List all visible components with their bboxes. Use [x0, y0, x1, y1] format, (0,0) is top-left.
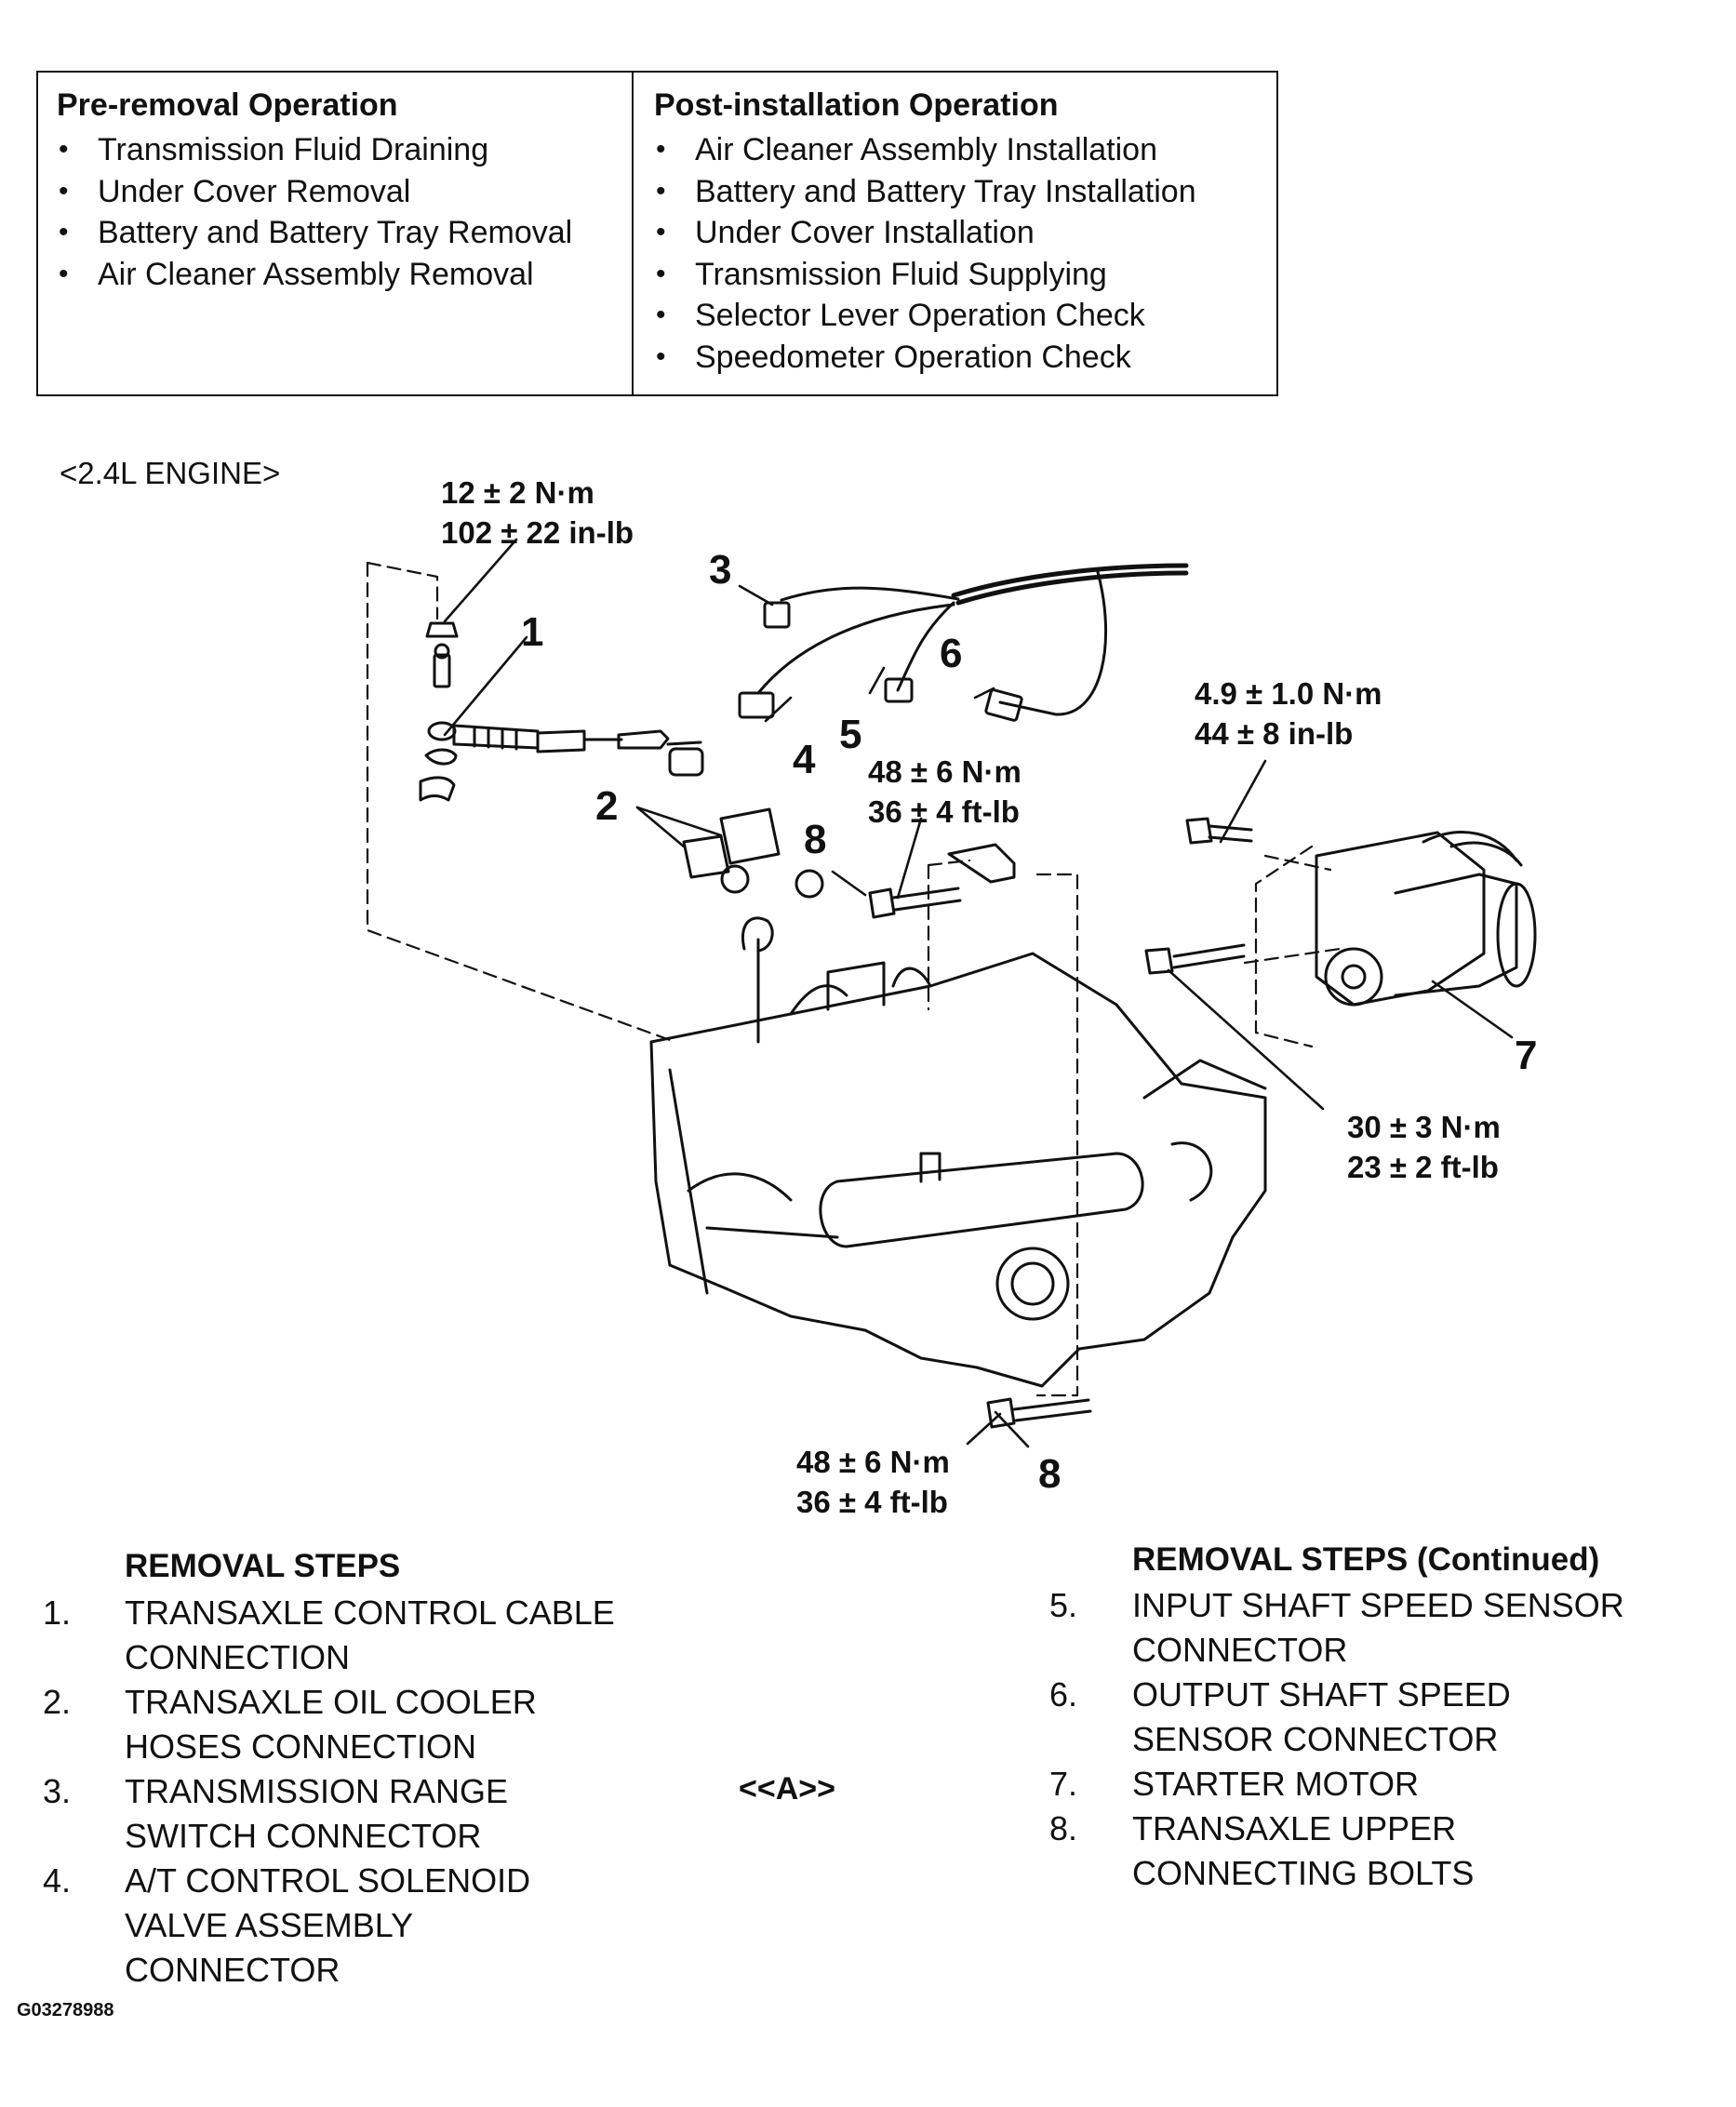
connector-4 [738, 691, 775, 719]
callout-4: 4 [793, 737, 816, 782]
operations-table: Pre-removal Operation Transmission Fluid… [36, 71, 1278, 396]
step-number: 4. [43, 1861, 72, 1900]
post-installation-item: Battery and Battery Tray Installation [654, 171, 1276, 213]
wiring-harness [738, 563, 1189, 722]
step-text: TRANSAXLE OIL COOLER [125, 1683, 537, 1721]
step-text: OUTPUT SHAFT SPEED [1132, 1675, 1511, 1714]
removal-step-8: 8. TRANSAXLE UPPER CONNECTING BOLTS [1049, 1807, 1719, 1896]
pre-removal-item: Air Cleaner Assembly Removal [57, 254, 632, 296]
control-cable [419, 621, 704, 802]
step-number: 5. [1049, 1586, 1078, 1624]
upper-bolt [868, 843, 1016, 919]
step-text: VALVE ASSEMBLY [125, 1906, 414, 1944]
torque-imperial: 23 ± 2 ft-lb [1347, 1150, 1499, 1184]
pre-removal-heading: Pre-removal Operation [57, 87, 398, 123]
torque-metric: 4.9 ± 1.0 N·m [1195, 676, 1382, 711]
removal-step-3: 3. TRANSMISSION RANGE SWITCH CONNECTOR [43, 1769, 694, 1859]
removal-step-2: 2. TRANSAXLE OIL COOLER HOSES CONNECTION [43, 1680, 694, 1769]
assembly-guide-lines [366, 561, 1342, 1397]
removal-step-5: 5. INPUT SHAFT SPEED SENSOR CONNECTOR [1049, 1583, 1719, 1673]
torque-imperial: 102 ± 22 in-lb [441, 515, 634, 550]
step-number: 8. [1049, 1809, 1078, 1847]
step-text: SWITCH CONNECTOR [125, 1817, 482, 1855]
step-number: 3. [43, 1772, 72, 1810]
removal-step-1: 1. TRANSAXLE CONTROL CABLE CONNECTION [43, 1591, 694, 1680]
step-number: 1. [43, 1594, 72, 1632]
torque-spec-starter-lower: 30 ± 3 N·m 23 ± 2 ft-lb [1347, 1107, 1501, 1187]
removal-step-4: 4. A/T CONTROL SOLENOID VALVE ASSEMBLY C… [43, 1859, 694, 1993]
step-text: TRANSMISSION RANGE [125, 1772, 509, 1810]
connector-6 [984, 688, 1023, 722]
leader-lines [443, 538, 1514, 1448]
post-installation-item: Under Cover Installation [654, 212, 1276, 254]
step-text: CONNECTION [125, 1638, 350, 1676]
step-text: TRANSAXLE CONTROL CABLE [125, 1594, 615, 1632]
callout-3: 3 [709, 547, 732, 593]
step-number: 2. [43, 1683, 72, 1721]
callout-2: 2 [595, 783, 619, 829]
step-text: CONNECTING BOLTS [1132, 1854, 1475, 1892]
figure-id: G03278988 [17, 2000, 114, 2020]
pre-removal-item: Transmission Fluid Draining [57, 129, 632, 171]
step-number: 6. [1049, 1675, 1078, 1714]
callout-6: 6 [940, 631, 963, 676]
step-text: SENSOR CONNECTOR [1132, 1720, 1499, 1758]
pre-removal-column: Pre-removal Operation Transmission Fluid… [38, 73, 634, 394]
step-text: CONNECTOR [125, 1951, 341, 1989]
step-text: A/T CONTROL SOLENOID [125, 1861, 531, 1900]
post-installation-item: Selector Lever Operation Check [654, 295, 1276, 337]
removal-step-6: 6. OUTPUT SHAFT SPEED SENSOR CONNECTOR [1049, 1673, 1719, 1762]
callout-7: 7 [1515, 1033, 1538, 1078]
step-text: HOSES CONNECTION [125, 1727, 477, 1766]
callout-1: 1 [521, 609, 544, 655]
step-number: 7. [1049, 1765, 1078, 1803]
step-text: INPUT SHAFT SPEED SENSOR [1132, 1586, 1624, 1624]
pre-removal-item: Under Cover Removal [57, 171, 632, 213]
torque-metric: 48 ± 6 N·m [868, 754, 1022, 789]
transaxle-case [649, 916, 1267, 1388]
removal-step-7: 7. STARTER MOTOR [1049, 1762, 1719, 1807]
note-tag-a: <<A>> [739, 1771, 835, 1807]
torque-metric: 48 ± 6 N·m [796, 1445, 950, 1479]
post-installation-item: Air Cleaner Assembly Installation [654, 129, 1276, 171]
pre-removal-item: Battery and Battery Tray Removal [57, 212, 632, 254]
callout-8-upper: 8 [804, 817, 827, 862]
lower-bolt [986, 1397, 1092, 1429]
torque-spec-upper-bolt: 48 ± 6 N·m 36 ± 4 ft-lb [868, 752, 1022, 832]
connector-5 [884, 677, 914, 703]
post-installation-heading: Post-installation Operation [654, 87, 1059, 123]
removal-steps-continued-heading: REMOVAL STEPS (Continued) [1132, 1541, 1600, 1578]
starter-motor [1144, 817, 1537, 1007]
step-text: STARTER MOTOR [1132, 1765, 1420, 1803]
torque-metric: 12 ± 2 N·m [441, 475, 594, 510]
post-installation-column: Post-installation Operation Air Cleaner … [634, 73, 1276, 394]
engine-label: <2.4L ENGINE> [60, 456, 281, 490]
removal-steps-heading: REMOVAL STEPS [125, 1548, 401, 1584]
connector-3 [763, 601, 791, 629]
callout-5: 5 [839, 712, 862, 757]
step-text: TRANSAXLE UPPER [1132, 1809, 1457, 1847]
torque-spec-starter-upper: 4.9 ± 1.0 N·m 44 ± 8 in-lb [1195, 673, 1382, 753]
torque-imperial: 36 ± 4 ft-lb [868, 794, 1020, 829]
post-installation-item: Transmission Fluid Supplying [654, 254, 1276, 296]
oil-cooler-hoses [682, 807, 824, 899]
torque-imperial: 44 ± 8 in-lb [1195, 716, 1354, 751]
step-text: CONNECTOR [1132, 1631, 1348, 1669]
torque-imperial: 36 ± 4 ft-lb [796, 1485, 948, 1519]
callout-8-lower: 8 [1038, 1451, 1062, 1497]
post-installation-item: Speedometer Operation Check [654, 337, 1276, 379]
torque-spec-lower-bolt: 48 ± 6 N·m 36 ± 4 ft-lb [796, 1442, 950, 1522]
torque-spec-control-cable: 12 ± 2 N·m 102 ± 22 in-lb [441, 473, 634, 553]
torque-metric: 30 ± 3 N·m [1347, 1110, 1501, 1144]
